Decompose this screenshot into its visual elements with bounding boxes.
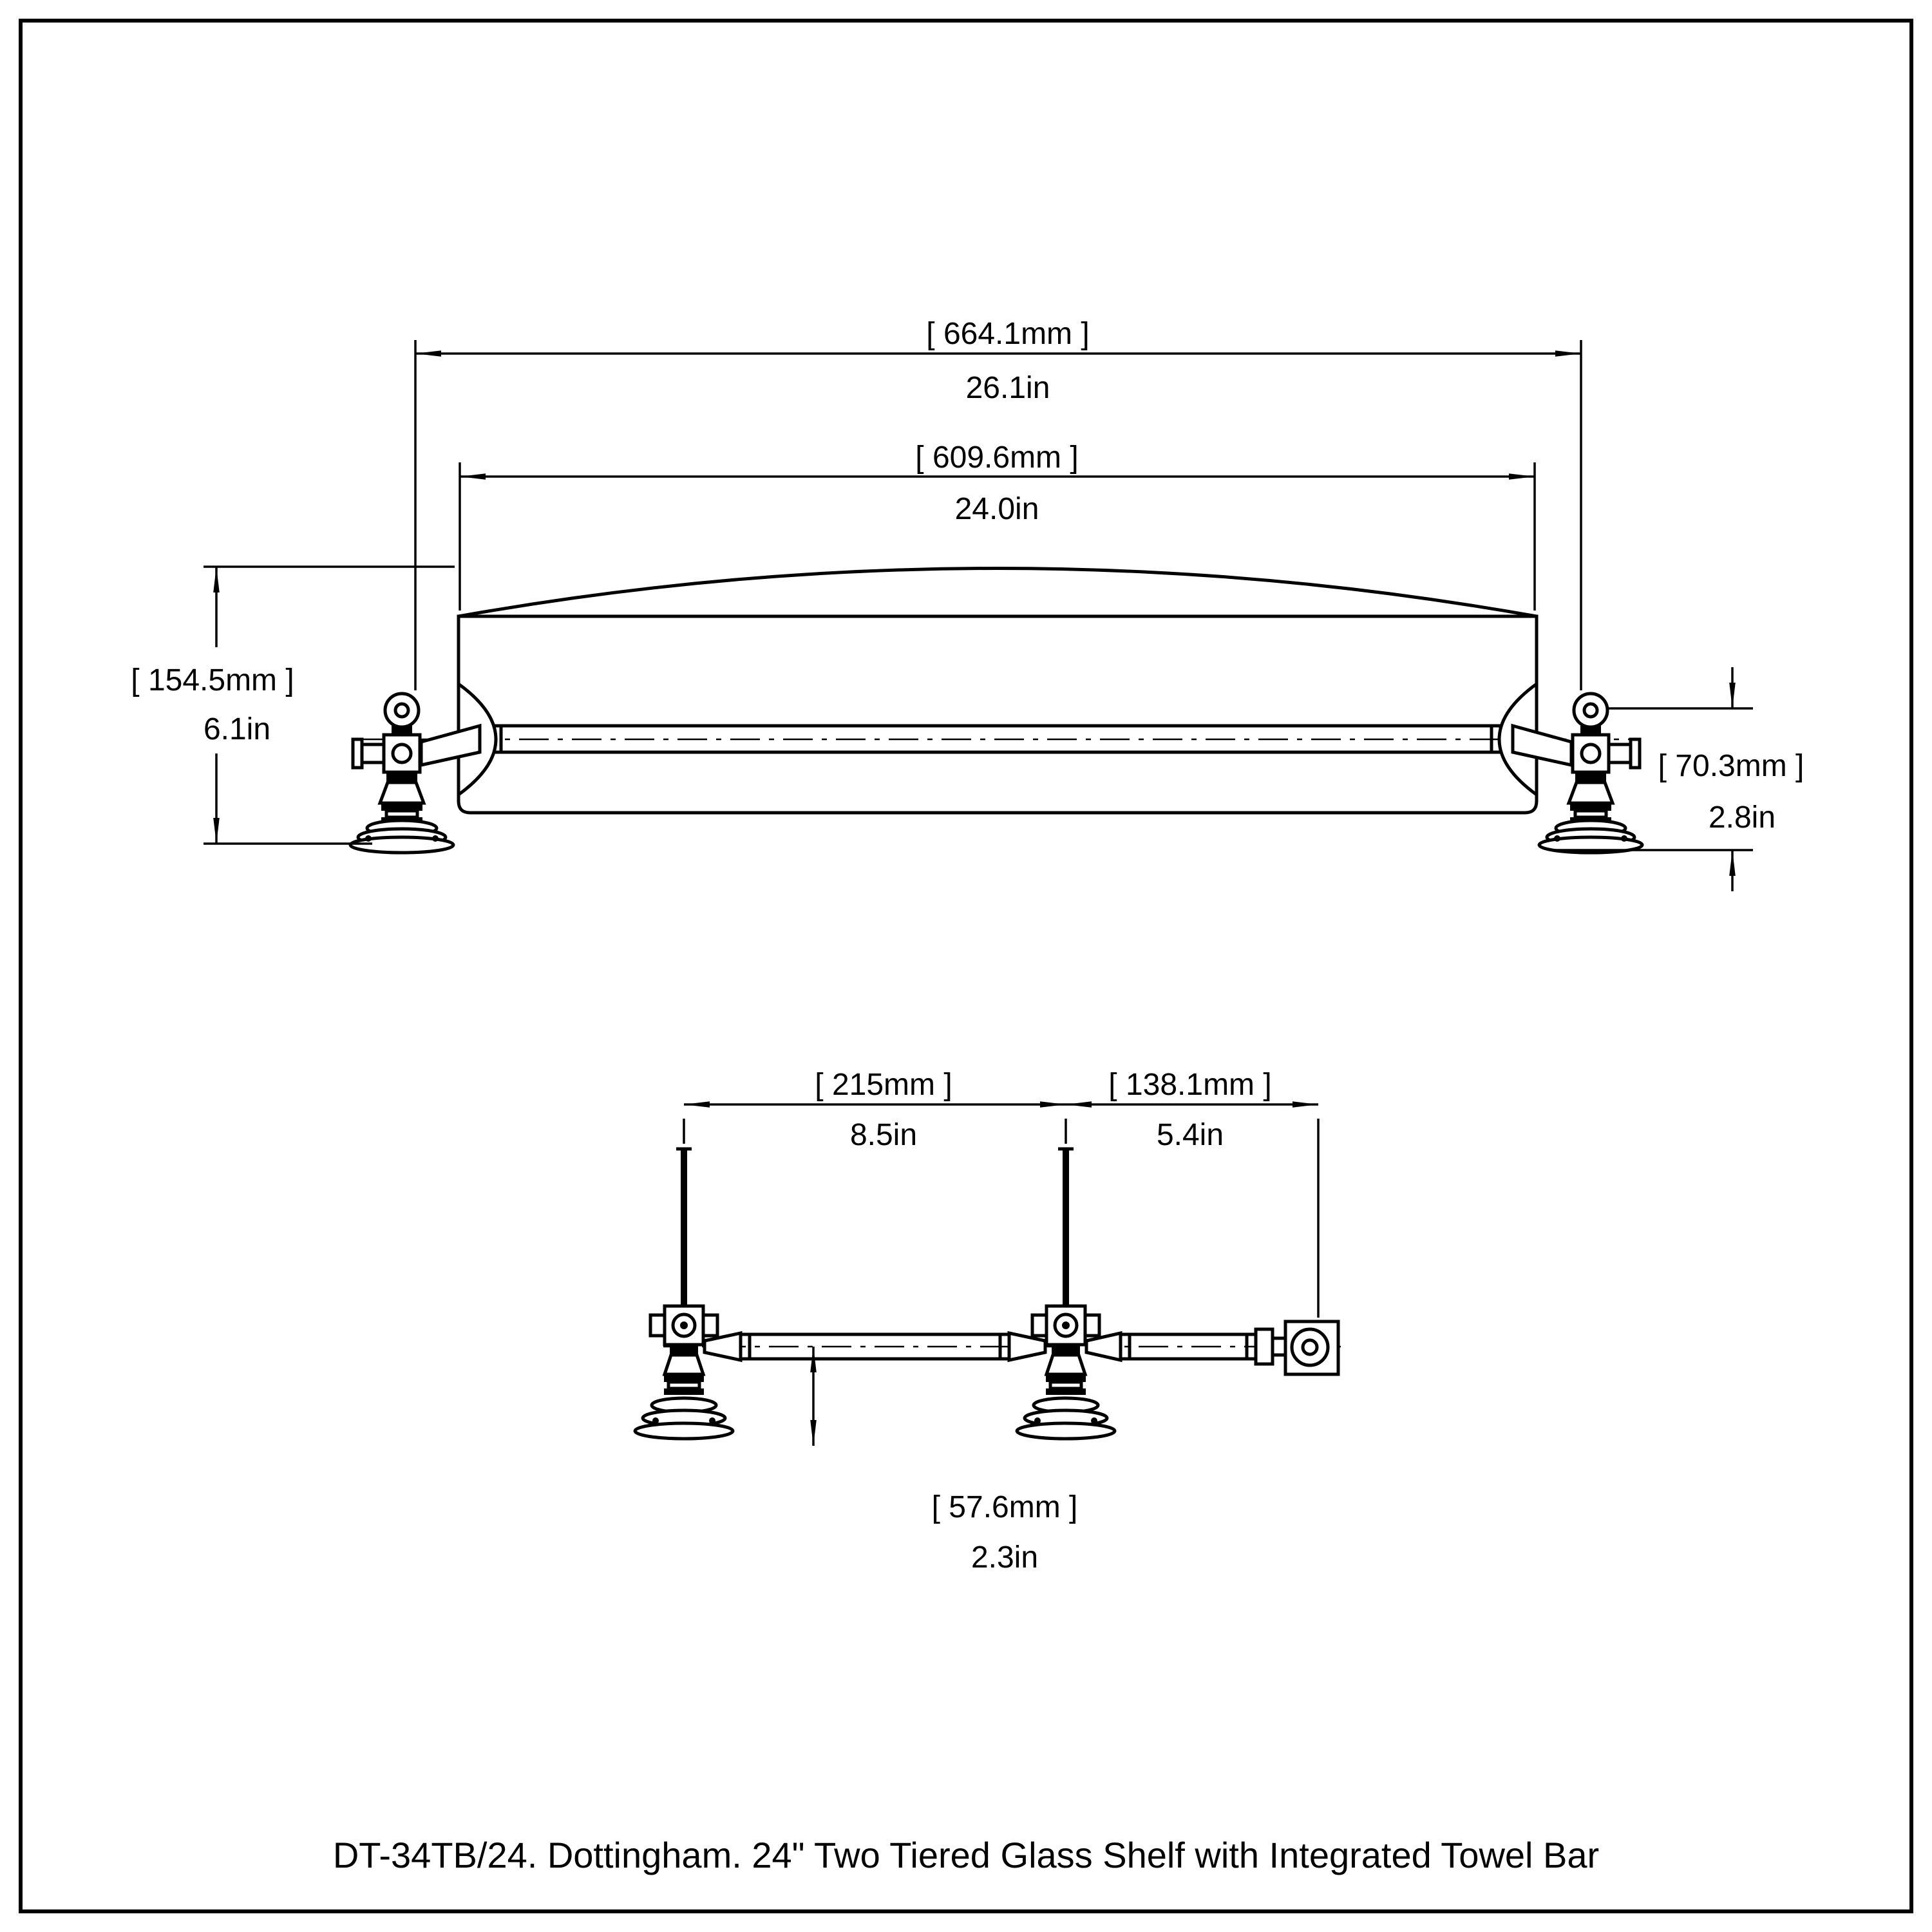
end-knob-inner — [1301, 1338, 1319, 1356]
plan-left-post — [635, 1148, 733, 1439]
dim-overall-width-in: 26.1in — [966, 371, 1050, 405]
dim-drop-in: 2.8in — [1709, 800, 1776, 835]
dim-height-mm: [ 154.5mm ] — [131, 663, 294, 697]
front-elevation-view — [350, 567, 1642, 853]
dim-post-spacing: [ 215mm ] 8.5in — [683, 1068, 1067, 1152]
dim-drop: [ 70.3mm ] 2.8in — [1552, 667, 1804, 891]
drawing-border — [19, 19, 1913, 1913]
dim-end-offset: [ 138.1mm ] 5.4in — [1066, 1068, 1320, 1318]
dim-overall-width-mm: [ 664.1mm ] — [926, 317, 1089, 351]
dim-height: [ 154.5mm ] 6.1in — [131, 565, 455, 845]
dim-glass-width: [ 609.6mm ] 24.0in — [459, 440, 1536, 611]
shelf-back-rail — [458, 567, 1537, 618]
dim-post-spacing-in: 8.5in — [850, 1118, 917, 1152]
dim-end-offset-mm: [ 138.1mm ] — [1108, 1068, 1271, 1102]
dim-height-in: 6.1in — [204, 712, 270, 746]
end-collar — [1254, 1327, 1274, 1366]
dim-glass-width-in: 24.0in — [955, 492, 1039, 526]
plan-cone — [1007, 1331, 1047, 1363]
dim-post-spacing-mm: [ 215mm ] — [815, 1068, 952, 1102]
plan-middle-post — [1017, 1148, 1115, 1439]
glass-shelf-front — [457, 614, 1539, 815]
plan-cone — [1084, 1331, 1122, 1363]
dim-glass-width-mm: [ 609.6mm ] — [915, 440, 1078, 475]
plan-cone — [703, 1331, 743, 1363]
plan-view — [635, 1148, 1346, 1439]
dim-overall-width: [ 664.1mm ] 26.1in — [414, 317, 1582, 690]
dim-end-offset-in: 5.4in — [1157, 1118, 1224, 1152]
dim-drop-mm: [ 70.3mm ] — [1658, 749, 1804, 783]
drawing-caption: DT-34TB/24. Dottingham. 24" Two Tiered G… — [333, 1835, 1599, 1875]
dim-projection: [ 57.6mm ] 2.3in — [810, 1347, 1078, 1575]
dim-projection-in: 2.3in — [971, 1540, 1038, 1575]
dim-projection-mm: [ 57.6mm ] — [932, 1490, 1078, 1524]
